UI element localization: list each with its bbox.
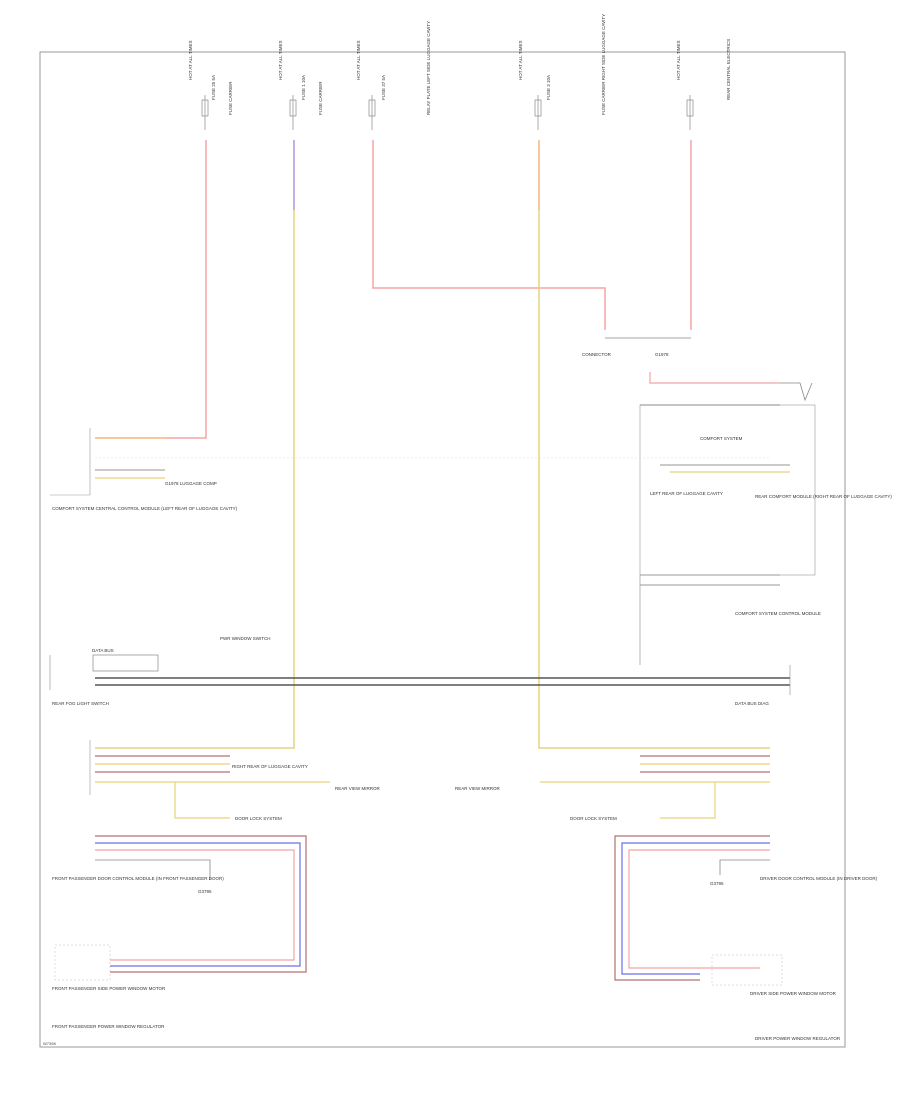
left-module: G1978 LUGGAGE COMP COMFORT SYSTEM CENTRA… [50,428,238,511]
fuse-2: HOT AT ALL TIMES FUSE 1 10A FUSE CARRIER [278,40,323,130]
rf-bottom-2-label: DRIVER POWER WINDOW REGULATOR [755,1036,841,1041]
door-lock-right-label: DOOR LOCK SYSTEM [570,816,617,821]
wire-fuse3-red [372,140,606,330]
right-door-module: REAR VIEW MIRROR DOOR LOCK SYSTEM [455,755,770,821]
rf-bottom-1-label: DRIVER SIDE POWER WINDOW MOTOR [750,991,837,996]
data-bus-right: COMFORT SYSTEM CONTROL MODULE [639,574,821,665]
wire-fuse1-red [165,140,207,439]
fuse-4: HOT AT ALL TIMES FUSE 3 10A FUSE CARRIER… [518,14,606,130]
lf-door-module-label: FRONT PASSENGER DOOR CONTROL MODULE (IN … [52,876,224,881]
fuse-2-fuse-text: FUSE 1 10A [301,75,306,100]
comfort-system-label: COMFORT SYSTEM [700,436,743,441]
fuse-4-title: HOT AT ALL TIMES [518,40,523,80]
splice-right-label: G1978 [655,352,669,357]
rear-fog-label: REAR FOG LIGHT SWITCH [52,701,109,706]
data-bus-main: DATA BUS REAR FOG LIGHT SWITCH PWR WINDO… [49,636,791,706]
wire-right-red [649,372,780,384]
ground-right-label: G3795 [710,881,724,886]
footer-id: W7398 [43,1041,56,1046]
left-lower-wiring: G3795 FRONT PASSENGER DOOR CONTROL MODUL… [52,835,307,1029]
lock-note-label: LEFT REAR OF LUGGAGE CAVITY [650,491,723,496]
fuse-3-label: RELAY PLATE LEFT SIDE LUGGAGE CAVITY [426,21,431,115]
data-bus-diag-label: DATA BUS DIAG [735,701,769,706]
fuse-2-label: FUSE CARRIER [318,81,323,115]
data-bus-label: DATA BUS [92,648,114,653]
connector-block: CONNECTOR G1978 [582,337,691,357]
ground-left-label: G3795 [198,889,212,894]
left-module-label: COMFORT SYSTEM CENTRAL CONTROL MODULE (L… [52,506,238,511]
ground-block-label: G1978 LUGGAGE COMP [165,481,217,486]
fuse-3-title: HOT AT ALL TIMES [356,40,361,80]
mirror-right-label: REAR VIEW MIRROR [455,786,501,791]
door-lock-left-label: DOOR LOCK SYSTEM [235,816,282,821]
wire-fuse2-yellow [95,210,295,749]
fuse-1-title: HOT AT ALL TIMES [188,40,193,80]
fuse-1-label: FUSE CARRIER [228,81,233,115]
fuse-4-label: FUSE CARRIER RIGHT SIDE LUGGAGE CAVITY [601,14,606,115]
fuse-3-fuse-text: FUSE 37 5A [381,75,386,100]
right-rear-module-label: REAR COMFORT MODULE (RIGHT REAR OF LUGGA… [755,494,892,499]
fuse-3: HOT AT ALL TIMES FUSE 37 5A RELAY PLATE … [356,21,431,130]
right-rear-module: COMFORT SYSTEM LEFT REAR OF LUGGAGE CAVI… [639,404,892,576]
fuse-4-fuse-text: FUSE 3 10A [546,75,551,100]
fuse-1-fuse-text: FUSE 25 5A [211,75,216,100]
fuse-5-label: REAR CENTRAL ELECTRICS [726,39,731,100]
switch-contacts [780,382,813,402]
wire-fuse4-yellow [538,210,770,749]
rf-door-module-label: DRIVER DOOR CONTROL MODULE (IN DRIVER DO… [760,876,878,881]
fuse-5: HOT AT ALL TIMES REAR CENTRAL ELECTRICS [676,39,731,130]
diagram-border [39,51,846,1048]
lf-bottom-1-label: FRONT PASSENGER SIDE POWER WINDOW MOTOR [52,986,166,991]
splice-mid-left-label: RIGHT REAR OF LUGGAGE CAVITY [232,764,308,769]
mirror-left-label: REAR VIEW MIRROR [335,786,381,791]
left-door-module: RIGHT REAR OF LUGGAGE CAVITY REAR VIEW M… [89,740,381,821]
power-window-lh-label: PWR WINDOW SWITCH [220,636,271,641]
splice-left-label: CONNECTOR [582,352,612,357]
lf-bottom-2-label: FRONT PASSENGER POWER WINDOW REGULATOR [52,1024,165,1029]
right-mod-label: COMFORT SYSTEM CONTROL MODULE [735,611,821,616]
fuse-5-title: HOT AT ALL TIMES [676,40,681,80]
fuse-1: HOT AT ALL TIMES FUSE 25 5A FUSE CARRIER [188,40,233,130]
fuse-2-title: HOT AT ALL TIMES [278,40,283,80]
right-lower-wiring: G3795 DRIVER DOOR CONTROL MODULE (IN DRI… [614,835,878,1041]
